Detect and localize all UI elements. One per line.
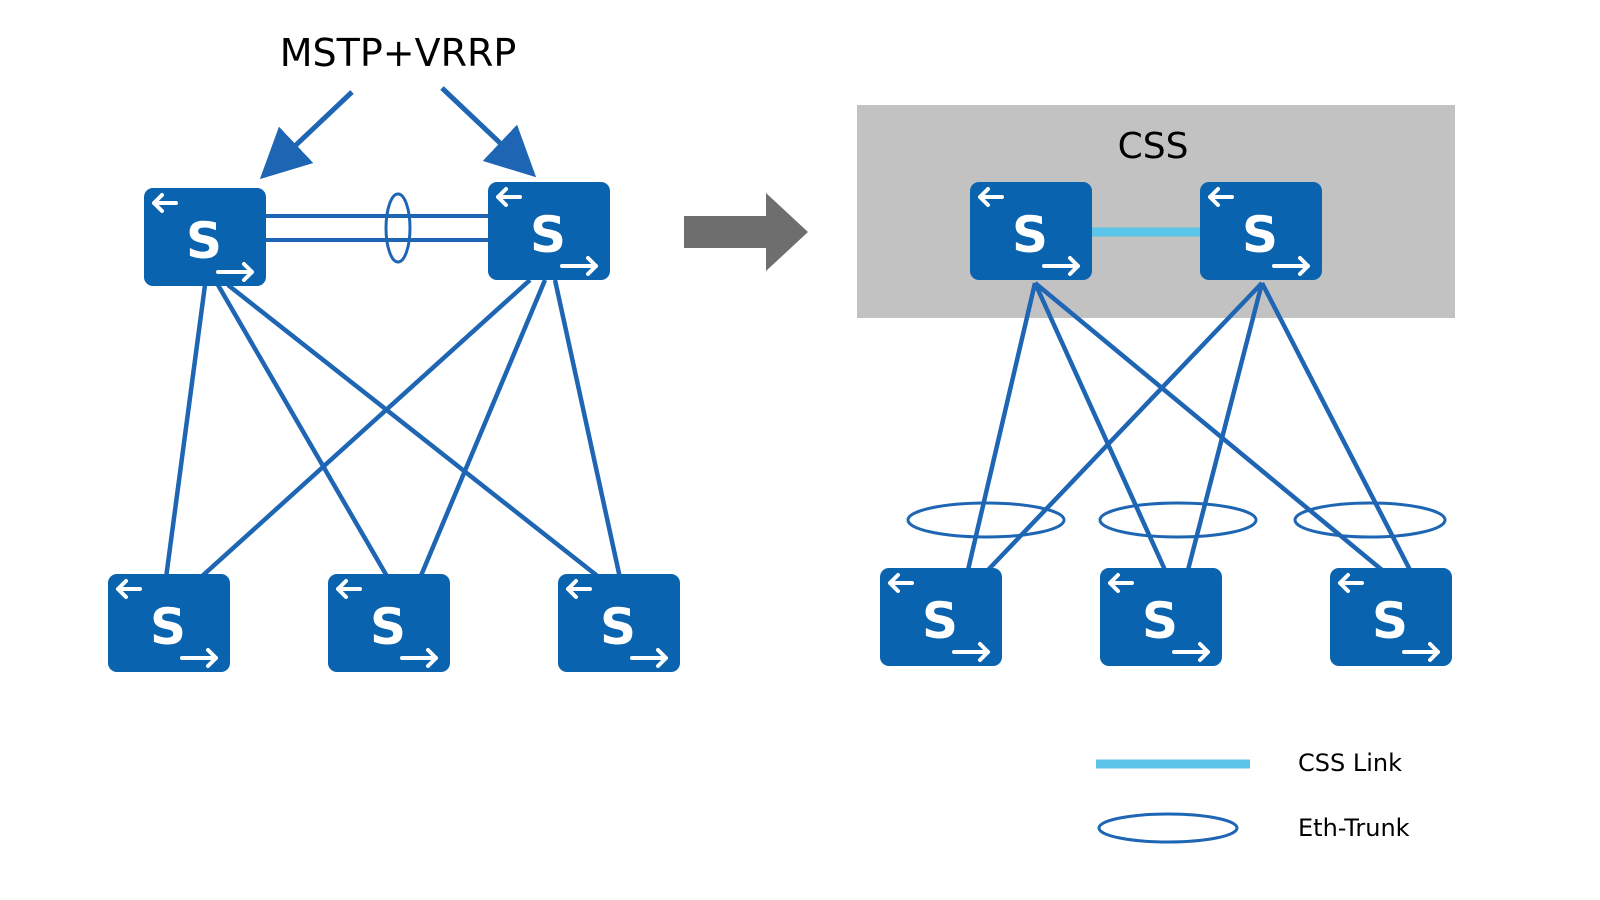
uplink — [986, 281, 1264, 572]
right-uplinks — [965, 281, 1412, 572]
uplink — [965, 282, 1038, 571]
switch-icon: S — [880, 568, 1002, 666]
left-uplinks — [163, 278, 623, 580]
left-title: MSTP+VRRP — [280, 31, 517, 75]
uplink — [198, 278, 532, 580]
css-group-box — [857, 105, 1455, 318]
trunk-ellipse — [1098, 501, 1258, 539]
uplink — [226, 283, 602, 580]
right-topology: CSS S S — [857, 105, 1455, 666]
legend-item-eth-trunk: Eth-Trunk — [1097, 812, 1410, 844]
legend-eth-trunk-label: Eth-Trunk — [1298, 814, 1410, 842]
core-interconnect — [264, 192, 490, 264]
legend-item-css-link: CSS Link — [1096, 749, 1402, 777]
switch-letter: S — [1142, 592, 1178, 650]
switch-icon: S — [144, 188, 266, 286]
switch-letter: S — [370, 598, 406, 656]
switch-icon: S — [1330, 568, 1452, 666]
switch-letter: S — [530, 206, 566, 264]
switch-letter: S — [1242, 206, 1278, 264]
right-trunks — [906, 501, 1447, 539]
switch-icon: S — [1200, 182, 1322, 280]
right-title: CSS — [1118, 126, 1189, 167]
switch-letter: S — [600, 598, 636, 656]
trunk-ellipse — [906, 501, 1066, 539]
switch-icon: S — [558, 574, 680, 672]
switch-icon: S — [488, 182, 610, 280]
switch-letter: S — [922, 592, 958, 650]
switch-icon: S — [1100, 568, 1222, 666]
switch-icon: S — [108, 574, 230, 672]
uplink — [1032, 282, 1168, 571]
legend-css-link-label: CSS Link — [1298, 749, 1402, 777]
legend: CSS Link Eth-Trunk — [1096, 749, 1410, 844]
pointer-arrow-icon — [259, 90, 354, 180]
uplink — [1260, 281, 1412, 572]
pointer-arrow-icon — [440, 86, 537, 178]
switch-icon: S — [328, 574, 450, 672]
switch-icon: S — [970, 182, 1092, 280]
switch-letter: S — [1372, 592, 1408, 650]
uplink — [216, 283, 390, 580]
uplink — [552, 279, 623, 579]
switch-letter: S — [150, 598, 186, 656]
trunk-ellipse — [384, 192, 412, 264]
right-arrow-icon — [684, 193, 808, 271]
uplink — [1033, 281, 1384, 572]
uplink — [163, 284, 208, 579]
eth-trunk-swatch — [1097, 812, 1239, 844]
left-topology: MSTP+VRRP S — [108, 31, 680, 672]
switch-letter: S — [186, 212, 222, 270]
uplink — [417, 279, 548, 579]
switch-letter: S — [1012, 206, 1048, 264]
uplink — [1185, 282, 1265, 571]
trunk-ellipse — [1293, 501, 1447, 539]
